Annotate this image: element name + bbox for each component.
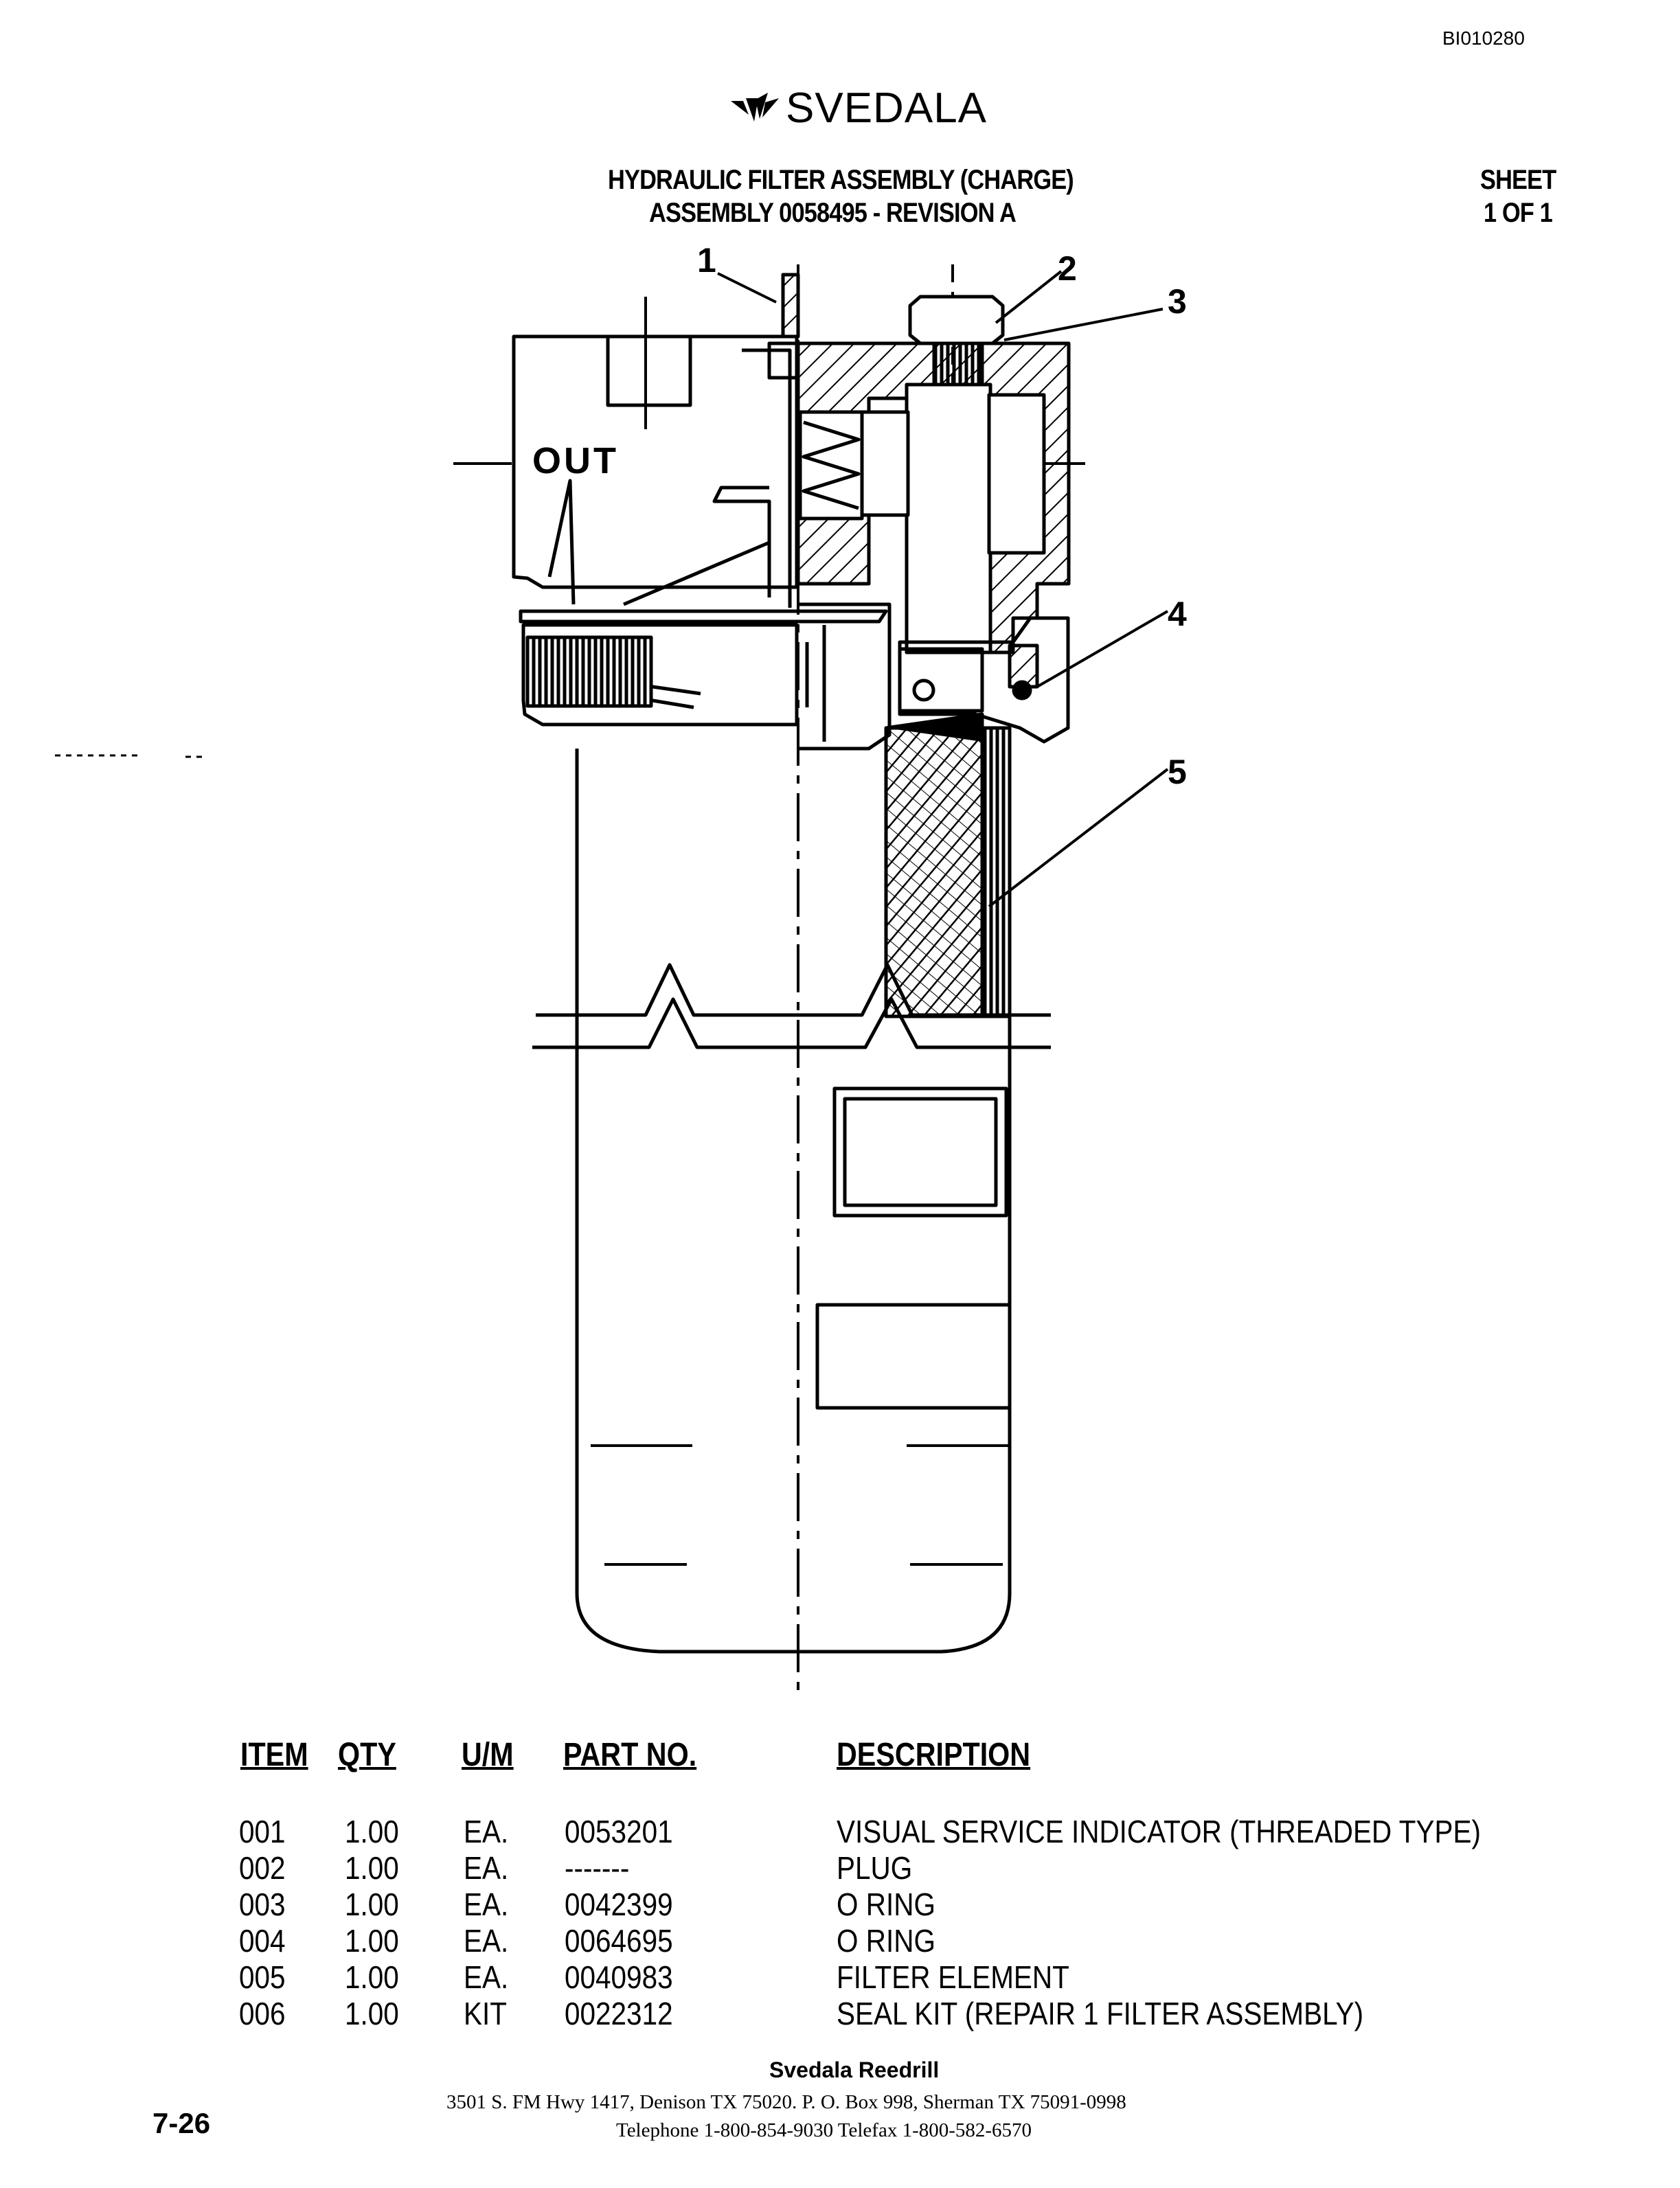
part-description: PLUG (837, 1850, 913, 1886)
part-description: VISUAL SERVICE INDICATOR (THREADED TYPE) (837, 1814, 1481, 1849)
document-id: BI010280 (1442, 27, 1525, 49)
part-number: 0040983 (565, 1959, 673, 1995)
sheet-label: SHEET (1480, 165, 1556, 195)
quantity: 1.00 (345, 1850, 399, 1886)
sheet-value: 1 OF 1 (1484, 198, 1553, 228)
filter-assembly-drawing (55, 264, 1169, 1696)
callout-5: 5 (1168, 753, 1187, 791)
unit-of-measure: EA. (464, 1923, 509, 1959)
col-header-um: U/M (462, 1737, 514, 1773)
unit-of-measure: EA. (464, 1850, 509, 1886)
item-number: 002 (239, 1850, 286, 1886)
callout-1: 1 (697, 241, 716, 280)
svedala-diamond-logo-icon (731, 92, 779, 122)
quantity: 1.00 (345, 1959, 399, 1995)
unit-of-measure: EA. (464, 1887, 509, 1922)
col-header-description: DESCRIPTION (837, 1737, 1031, 1773)
part-number: ------- (565, 1850, 630, 1886)
part-number: 0064695 (565, 1923, 673, 1959)
quantity: 1.00 (345, 1996, 399, 2031)
quantity: 1.00 (345, 1923, 399, 1959)
col-header-item: ITEM (240, 1737, 308, 1773)
page-number: 7-26 (152, 2107, 211, 2139)
item-number: 001 (239, 1814, 286, 1849)
part-number: 0053201 (565, 1814, 673, 1849)
company-address: 3501 S. FM Hwy 1417, Denison TX 75020. P… (446, 2091, 1126, 2113)
part-description: O RING (837, 1887, 935, 1922)
brand-logo: SVEDALA (728, 84, 987, 133)
item-number: 005 (239, 1959, 286, 1995)
company-name: Svedala Reedrill (769, 2058, 940, 2082)
brand-name: SVEDALA (786, 84, 988, 132)
unit-of-measure: KIT (464, 1996, 507, 2031)
col-header-part-no: PART NO. (563, 1737, 697, 1773)
part-description: O RING (837, 1923, 935, 1959)
col-header-qty: QTY (338, 1737, 396, 1773)
company-phone: Telephone 1-800-854-9030 Telefax 1-800-5… (616, 2119, 1032, 2141)
unit-of-measure: EA. (464, 1959, 509, 1995)
part-description: SEAL KIT (REPAIR 1 FILTER ASSEMBLY) (837, 1996, 1364, 2031)
quantity: 1.00 (345, 1887, 399, 1922)
scan-marks (55, 754, 206, 758)
item-number: 006 (239, 1996, 286, 2031)
quantity: 1.00 (345, 1814, 399, 1849)
drawing-lines (453, 264, 1169, 1696)
callout-3: 3 (1168, 282, 1187, 321)
item-number: 003 (239, 1887, 286, 1922)
item-number: 004 (239, 1923, 286, 1959)
part-number: 0022312 (565, 1996, 673, 2031)
callout-4: 4 (1168, 595, 1187, 633)
assembly-title: HYDRAULIC FILTER ASSEMBLY (CHARGE) (608, 165, 1074, 195)
assembly-number: ASSEMBLY 0058495 - REVISION A (649, 198, 1017, 228)
port-label-out: OUT (532, 440, 619, 481)
part-number: 0042399 (565, 1887, 673, 1922)
unit-of-measure: EA. (464, 1814, 509, 1849)
callout-2: 2 (1058, 249, 1077, 288)
part-description: FILTER ELEMENT (837, 1959, 1069, 1995)
